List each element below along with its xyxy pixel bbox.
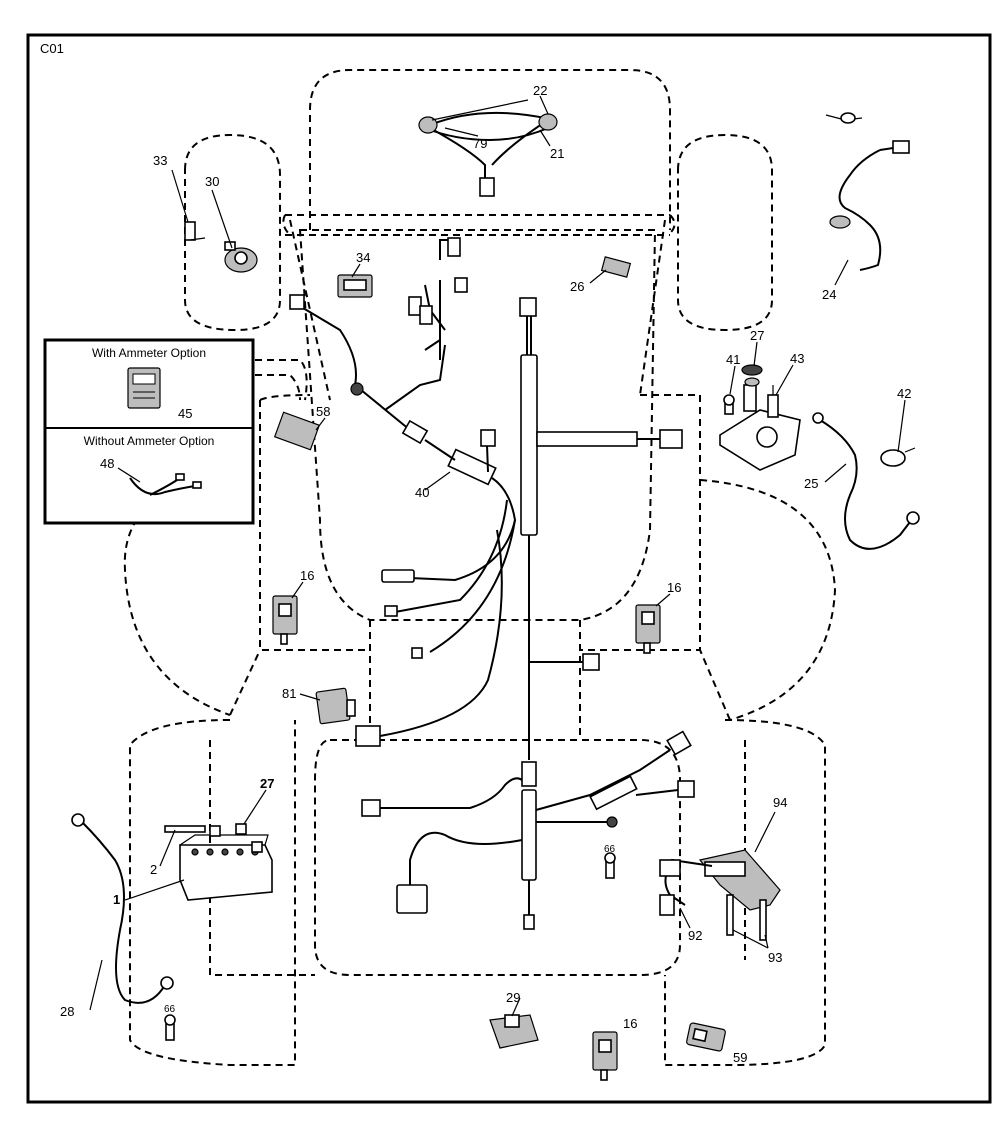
rear-harness (361, 730, 695, 930)
callout-66b: 66 (164, 1004, 176, 1015)
callout-30: 30 (205, 174, 219, 189)
regulator-94-part (659, 849, 781, 916)
switch-16c-part (592, 1031, 618, 1081)
callout-27b: 27 (260, 776, 274, 791)
bolt-93-part (726, 894, 767, 941)
solenoid-part (719, 364, 801, 471)
diagram-code: C01 (40, 41, 64, 56)
switch-16b-part (635, 604, 661, 654)
callout-59: 59 (733, 1050, 747, 1065)
callout-26: 26 (570, 279, 584, 294)
cable-28-part (71, 813, 174, 1004)
module-29-part (489, 1014, 539, 1049)
cable-25-part (812, 412, 920, 550)
switch-16a-part (272, 595, 298, 645)
callout-29: 29 (506, 990, 520, 1005)
screw-66b-part (164, 1014, 176, 1041)
callout-43: 43 (790, 351, 804, 366)
with-ammeter-label: With Ammeter Option (92, 346, 206, 360)
callout-40: 40 (415, 485, 429, 500)
callout-48: 48 (100, 456, 114, 471)
callout-94: 94 (773, 795, 787, 810)
leader-lines (89, 95, 906, 1017)
ammeter-part (127, 367, 161, 409)
callouts: 22 79 21 33 30 34 26 24 27 41 43 42 25 5… (60, 83, 911, 1065)
diagram-border (26, 33, 992, 1104)
battery-part (164, 823, 273, 901)
callout-93: 93 (768, 950, 782, 965)
callout-33: 33 (153, 153, 167, 168)
callout-79: 79 (473, 136, 487, 151)
callout-1: 1 (113, 892, 120, 907)
fuse-58-part (273, 411, 321, 451)
callout-16c: 16 (623, 1016, 637, 1031)
rocker-switch-part (337, 274, 373, 298)
callout-22: 22 (533, 83, 547, 98)
callout-27a: 27 (750, 328, 764, 343)
cable-24-part (825, 112, 910, 271)
relay-81-part (315, 687, 356, 725)
callout-41: 41 (726, 352, 740, 367)
screw-66a-part (604, 852, 616, 879)
headlight-harness (418, 111, 558, 197)
callout-45: 45 (178, 406, 192, 421)
callout-16a: 16 (300, 568, 314, 583)
callout-25: 25 (804, 476, 818, 491)
callout-24: 24 (822, 287, 836, 302)
terminal-42-part (880, 447, 916, 467)
ammeter-option-box: With Ammeter Option Without Ammeter Opti… (43, 338, 255, 525)
connector-26-part (600, 256, 632, 278)
callout-81: 81 (282, 686, 296, 701)
jumper-wire-part (129, 473, 202, 496)
ignition-switch-part (224, 241, 258, 273)
callout-42: 42 (897, 386, 911, 401)
callout-2: 2 (150, 862, 157, 877)
callout-66a: 66 (604, 844, 616, 855)
module-59-part (686, 1022, 726, 1052)
callout-34: 34 (356, 250, 370, 265)
key-part (184, 221, 206, 241)
callout-21: 21 (550, 146, 564, 161)
bolt-41-part (723, 394, 735, 415)
main-harness (289, 237, 683, 760)
callout-28: 28 (60, 1004, 74, 1019)
without-ammeter-label: Without Ammeter Option (84, 434, 215, 448)
callout-92: 92 (688, 928, 702, 943)
callout-16b: 16 (667, 580, 681, 595)
callout-58: 58 (316, 404, 330, 419)
